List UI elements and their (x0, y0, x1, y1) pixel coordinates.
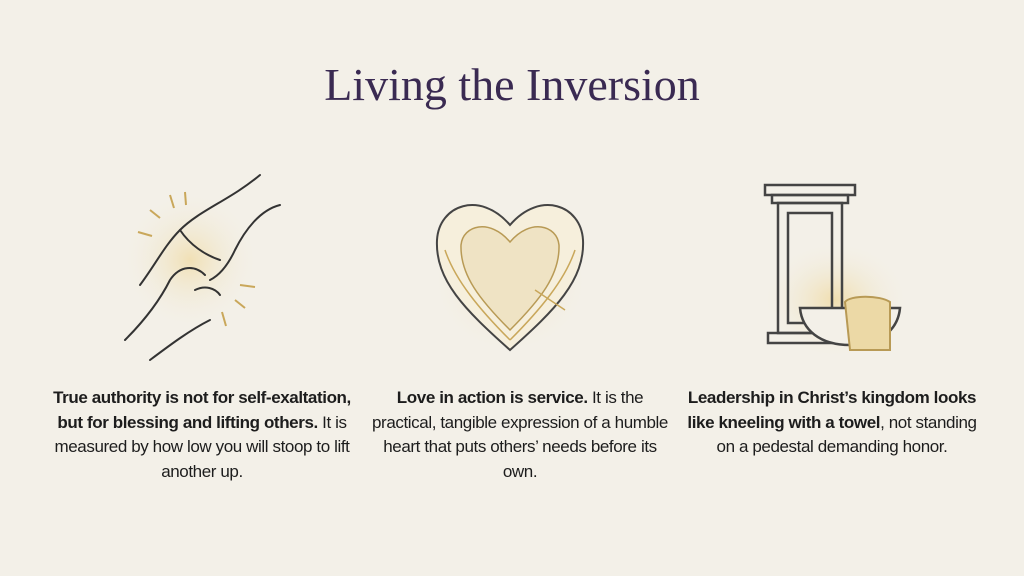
love-headline: Love in action is service. (396, 388, 588, 407)
leadership-body: , not standing on a pedestal demanding h… (716, 412, 977, 457)
authority-body: It is measured by how low you will stoop… (54, 412, 350, 481)
column-love: Love in action is service. It is the pra… (370, 386, 670, 484)
column-authority: True authority is not for self-exaltatio… (52, 386, 352, 484)
column-leadership: Leadership in Christ’s kingdom looks lik… (682, 386, 982, 460)
helping-hands-icon (120, 174, 281, 361)
love-body: It is the practical, tangible expression… (372, 388, 668, 481)
leadership-headline: Leadership in Christ’s kingdom looks lik… (687, 388, 977, 432)
pedestal-basin-icon (760, 183, 910, 360)
towel-heart-icon (430, 204, 590, 355)
authority-headline: True authority is not for self-exaltatio… (53, 388, 351, 432)
page-title: Living the Inversion (324, 59, 700, 110)
